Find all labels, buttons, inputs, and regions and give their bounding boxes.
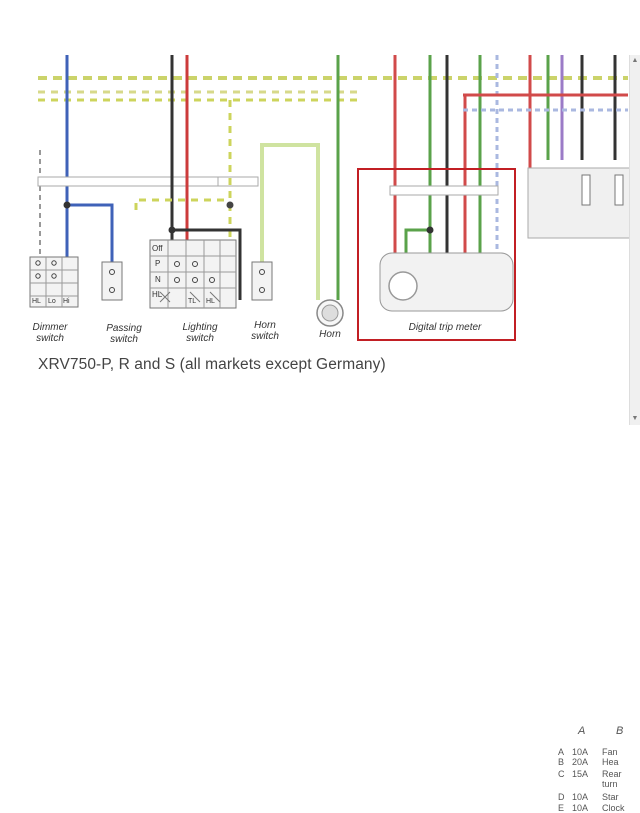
fuse-row: E 10A Clock	[558, 803, 625, 813]
connector-bar-left-2	[217, 176, 259, 187]
fuse-id: C	[558, 769, 565, 779]
diagram-caption: XRV750-P, R and S (all markets except Ge…	[38, 356, 386, 373]
fuse-use: Hea	[602, 757, 619, 767]
junction-dot	[63, 201, 71, 209]
wire-yellow-dash-h	[134, 198, 230, 210]
switch-hi-label: Hi	[63, 298, 70, 305]
wire-blue-passing	[67, 203, 114, 262]
junction-dot-trip	[426, 226, 434, 234]
switch-hl3-label: HL	[32, 298, 41, 305]
passing-switch-block	[101, 261, 123, 301]
fuse-use: Star	[602, 792, 619, 802]
dimmer-switch-block	[29, 256, 79, 308]
fuse-id: B	[558, 757, 565, 767]
lighting-label-line2: switch	[186, 333, 214, 344]
switch-lo-label: Lo	[48, 298, 56, 305]
horn-switch-label-line2: switch	[251, 331, 279, 342]
vertical-scrollbar[interactable]: ▲ ▼	[629, 55, 640, 425]
fuse-row: D 10A Star	[558, 792, 619, 802]
dimmer-label-line1: Dimmer	[32, 322, 68, 333]
fuse-row: C 15A Rear	[558, 769, 622, 779]
wire-green-trip-branch	[404, 228, 430, 260]
fuse-amp: 20A	[572, 757, 589, 767]
junction-dot-2	[168, 226, 176, 234]
fuse-amp: 10A	[572, 747, 589, 757]
horn-switch-block	[251, 261, 273, 301]
lighting-switch-label: Lighting switch	[170, 322, 230, 344]
trip-meter-label: Digital trip meter	[408, 322, 482, 333]
fuse-b	[614, 174, 624, 206]
switch-hl2-label: HL	[206, 298, 215, 305]
scroll-up-icon[interactable]: ▲	[631, 57, 639, 64]
fuse-amp: 15A	[572, 769, 589, 779]
horn-switch-label-line1: Horn	[254, 320, 276, 331]
dimmer-label-line2: switch	[36, 333, 64, 344]
fuse-col-b: B	[616, 725, 624, 737]
switch-tl-label: TL	[188, 298, 197, 305]
wiring-svg	[29, 55, 634, 327]
scroll-down-icon[interactable]: ▼	[631, 415, 639, 422]
fuse-a	[581, 174, 591, 206]
lighting-switch-block	[149, 239, 237, 309]
trip-meter-body	[379, 252, 514, 312]
wire-lightgreen-horn	[260, 143, 320, 300]
fuse-amp: 10A	[572, 792, 589, 802]
fuse-amp: 10A	[572, 803, 589, 813]
switch-off-label: Off	[152, 244, 163, 253]
switch-hl-label: HL	[152, 290, 163, 299]
junction-dot-3	[226, 201, 234, 209]
fuse-col-a: A	[578, 725, 586, 737]
highlight-box	[357, 168, 516, 341]
fuse-id: E	[558, 803, 565, 813]
fuse-use: turn	[602, 779, 618, 789]
passing-label-line2: switch	[110, 334, 138, 345]
connector-bar-left	[37, 176, 241, 187]
fuse-row: A 10A Fan	[558, 747, 618, 757]
passing-switch-label: Passing switch	[96, 323, 152, 345]
fuse-id: D	[558, 792, 565, 802]
horn-label: Horn	[319, 329, 341, 340]
fuse-use: Rear	[602, 769, 622, 779]
horn-switch-label: Horn switch	[240, 320, 290, 342]
wiring-diagram: Off P N HL TL HL HL Lo Hi Dimmer switch …	[22, 55, 640, 813]
lighting-label-line1: Lighting	[182, 322, 218, 333]
fuse-use: Fan	[602, 747, 618, 757]
fuse-id: A	[558, 747, 565, 757]
passing-label-line1: Passing	[106, 323, 142, 334]
switch-n-label: N	[155, 275, 161, 284]
dimmer-switch-label: Dimmer switch	[22, 322, 78, 344]
fuse-row: B 20A Hea	[558, 757, 619, 767]
horn-symbol	[316, 299, 344, 327]
fuse-use: Clock	[602, 803, 625, 813]
wire-black-horn	[172, 228, 242, 300]
connector-bar-trip	[389, 185, 499, 196]
switch-p-label: P	[155, 259, 161, 268]
fuse-row: turn	[558, 779, 618, 789]
